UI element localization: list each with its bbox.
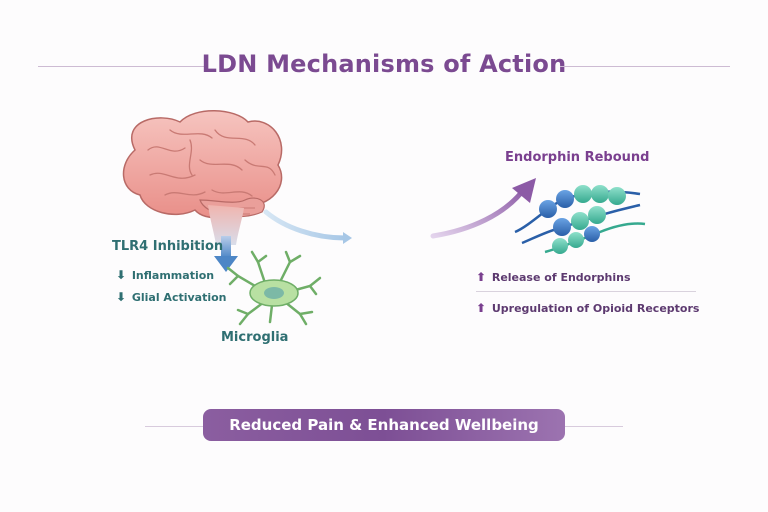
title-rule-right	[560, 66, 730, 67]
microglia-label: Microglia	[221, 330, 289, 345]
glial-activation-label: Glial Activation	[131, 291, 227, 304]
inflammation-label: Inflammation	[131, 269, 215, 282]
right-divider	[476, 291, 696, 292]
microglia-cell-icon	[226, 250, 322, 326]
brainstem-icon	[208, 205, 244, 245]
down-arrow-icon	[214, 236, 238, 272]
banner-rule-right	[565, 426, 623, 427]
title-rule-left	[38, 66, 208, 67]
purple-arc-arrow-icon	[430, 178, 536, 239]
arc-arrow-icon	[263, 209, 352, 244]
left-item-inflammation: ⬇ Inflammation	[116, 268, 214, 282]
tlr4-inhibition-heading: TLR4 Inhibition	[112, 239, 224, 254]
release-of-endorphins-label: Release of Endorphins	[491, 271, 631, 284]
page-title: LDN Mechanisms of Action	[201, 50, 567, 78]
outcome-banner: Reduced Pain & Enhanced Wellbeing	[203, 409, 565, 441]
right-item-upregulation: ⬆ Upregulation of Opioid Receptors	[476, 301, 699, 315]
banner-rule-left	[145, 426, 203, 427]
up-arrow-small-icon: ⬆	[476, 270, 487, 284]
title-bar: LDN Mechanisms of Action	[0, 44, 768, 88]
down-arrow-small-icon: ⬇	[116, 290, 127, 304]
up-arrow-small-icon: ⬆	[476, 301, 487, 315]
left-item-glial-activation: ⬇ Glial Activation	[116, 290, 227, 304]
upregulation-label: Upregulation of Opioid Receptors	[491, 302, 700, 315]
endorphin-rebound-heading: Endorphin Rebound	[505, 150, 650, 165]
right-item-release: ⬆ Release of Endorphins	[476, 270, 631, 284]
endorphin-molecule-icon	[514, 185, 646, 254]
brain-icon	[122, 110, 283, 219]
down-arrow-small-icon: ⬇	[116, 268, 127, 282]
